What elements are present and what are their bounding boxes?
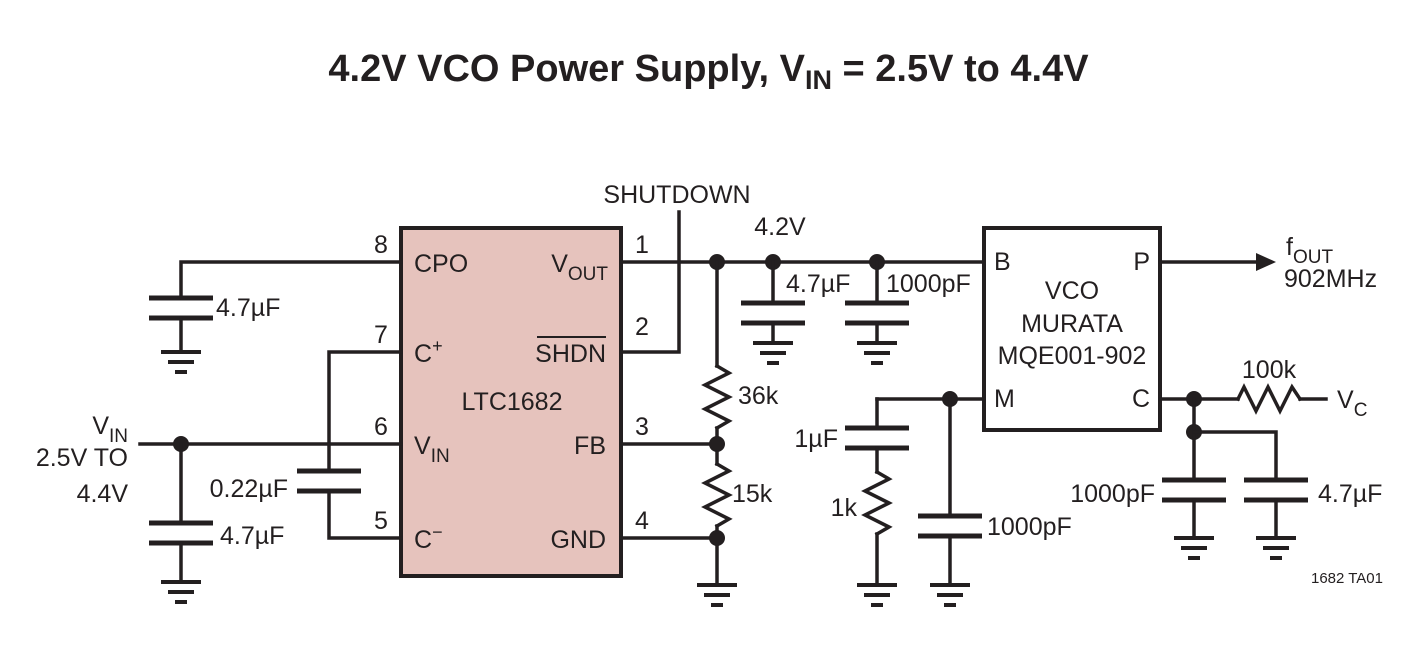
- pin-number-2: 2: [635, 313, 649, 341]
- arrow-right-icon: [1256, 253, 1276, 271]
- pin-label-gnd: GND: [550, 526, 606, 554]
- value-c-out1: 4.7µF: [786, 270, 850, 298]
- value-r-c: 100k: [1242, 356, 1297, 384]
- pin-label-vin: VIN: [414, 432, 450, 467]
- resistor-1k: [861, 469, 893, 537]
- pin-number-3: 3: [635, 413, 649, 441]
- label-4v2: 4.2V: [754, 213, 806, 241]
- wire-cpo: [179, 260, 403, 300]
- ground-icon: [159, 580, 203, 604]
- label-fout: fOUT: [1286, 233, 1333, 268]
- value-c-m1: 1µF: [794, 425, 838, 453]
- wire-cplus: [327, 350, 403, 473]
- pin-label-vout: VOUT: [551, 250, 608, 285]
- value-c-cpo: 4.7µF: [216, 294, 280, 322]
- vco-line3: MQE001-902: [998, 342, 1147, 370]
- label-figure-code: 1682 TA01: [1311, 570, 1383, 587]
- value-r-m: 1k: [831, 494, 858, 522]
- ground-icon: [1254, 536, 1298, 560]
- ground-icon: [928, 583, 972, 607]
- ground-icon: [855, 341, 899, 365]
- diagram-title: 4.2V VCO Power Supply, VIN = 2.5V to 4.4…: [328, 48, 1089, 95]
- resistor-15k: [701, 461, 733, 529]
- ground-icon: [695, 583, 739, 607]
- value-c-c1: 1000pF: [1070, 480, 1155, 508]
- ground-icon: [751, 341, 795, 365]
- ic-ltc1682: [399, 226, 623, 578]
- vco-line1: VCO: [1045, 277, 1099, 305]
- pin-label-shdn: SHDN: [535, 340, 606, 368]
- vco-line2: MURATA: [1021, 310, 1123, 338]
- wire-cminus: [327, 489, 403, 540]
- ic-name: LTC1682: [462, 388, 563, 416]
- value-c-in: 4.7µF: [220, 522, 284, 550]
- pin-label-cminus: C−: [414, 522, 443, 554]
- pin-number-6: 6: [374, 413, 388, 441]
- value-r-bot: 15k: [732, 480, 773, 508]
- pin-label-cpo: CPO: [414, 250, 468, 278]
- resistor-100k: [1235, 383, 1303, 415]
- pin-number-1: 1: [635, 231, 649, 259]
- pin-label-cplus: C+: [414, 336, 443, 368]
- label-vin: VIN: [92, 412, 128, 447]
- junction-dot: [709, 436, 725, 452]
- label-shutdown: SHUTDOWN: [603, 181, 750, 209]
- vco-pin-c: C: [1132, 385, 1150, 413]
- label-vc: VC: [1337, 386, 1367, 421]
- pin-number-5: 5: [374, 507, 388, 535]
- vco-pin-b: B: [994, 248, 1011, 276]
- pin-number-7: 7: [374, 321, 388, 349]
- label-fout-freq: 902MHz: [1284, 265, 1377, 293]
- resistor-36k: [701, 363, 733, 431]
- ground-icon: [1172, 536, 1216, 560]
- pin-label-fb: FB: [574, 432, 606, 460]
- value-c-m2: 1000pF: [987, 513, 1072, 541]
- value-c-c2: 4.7µF: [1318, 480, 1382, 508]
- value-c-out2: 1000pF: [886, 270, 971, 298]
- ground-icon: [159, 350, 203, 374]
- pin-number-8: 8: [374, 231, 388, 259]
- value-c-fly: 0.22µF: [210, 475, 288, 503]
- ground-icon: [855, 583, 899, 607]
- junction-dot: [709, 530, 725, 546]
- label-vin-range1: 2.5V TO: [36, 444, 128, 472]
- vco-pin-p: P: [1133, 248, 1150, 276]
- value-r-top: 36k: [738, 382, 779, 410]
- vco-block: [982, 226, 1162, 432]
- wire-shdn: [619, 210, 681, 354]
- vco-pin-m: M: [994, 385, 1015, 413]
- label-vin-range2: 4.4V: [77, 480, 129, 508]
- pin-number-4: 4: [635, 507, 649, 535]
